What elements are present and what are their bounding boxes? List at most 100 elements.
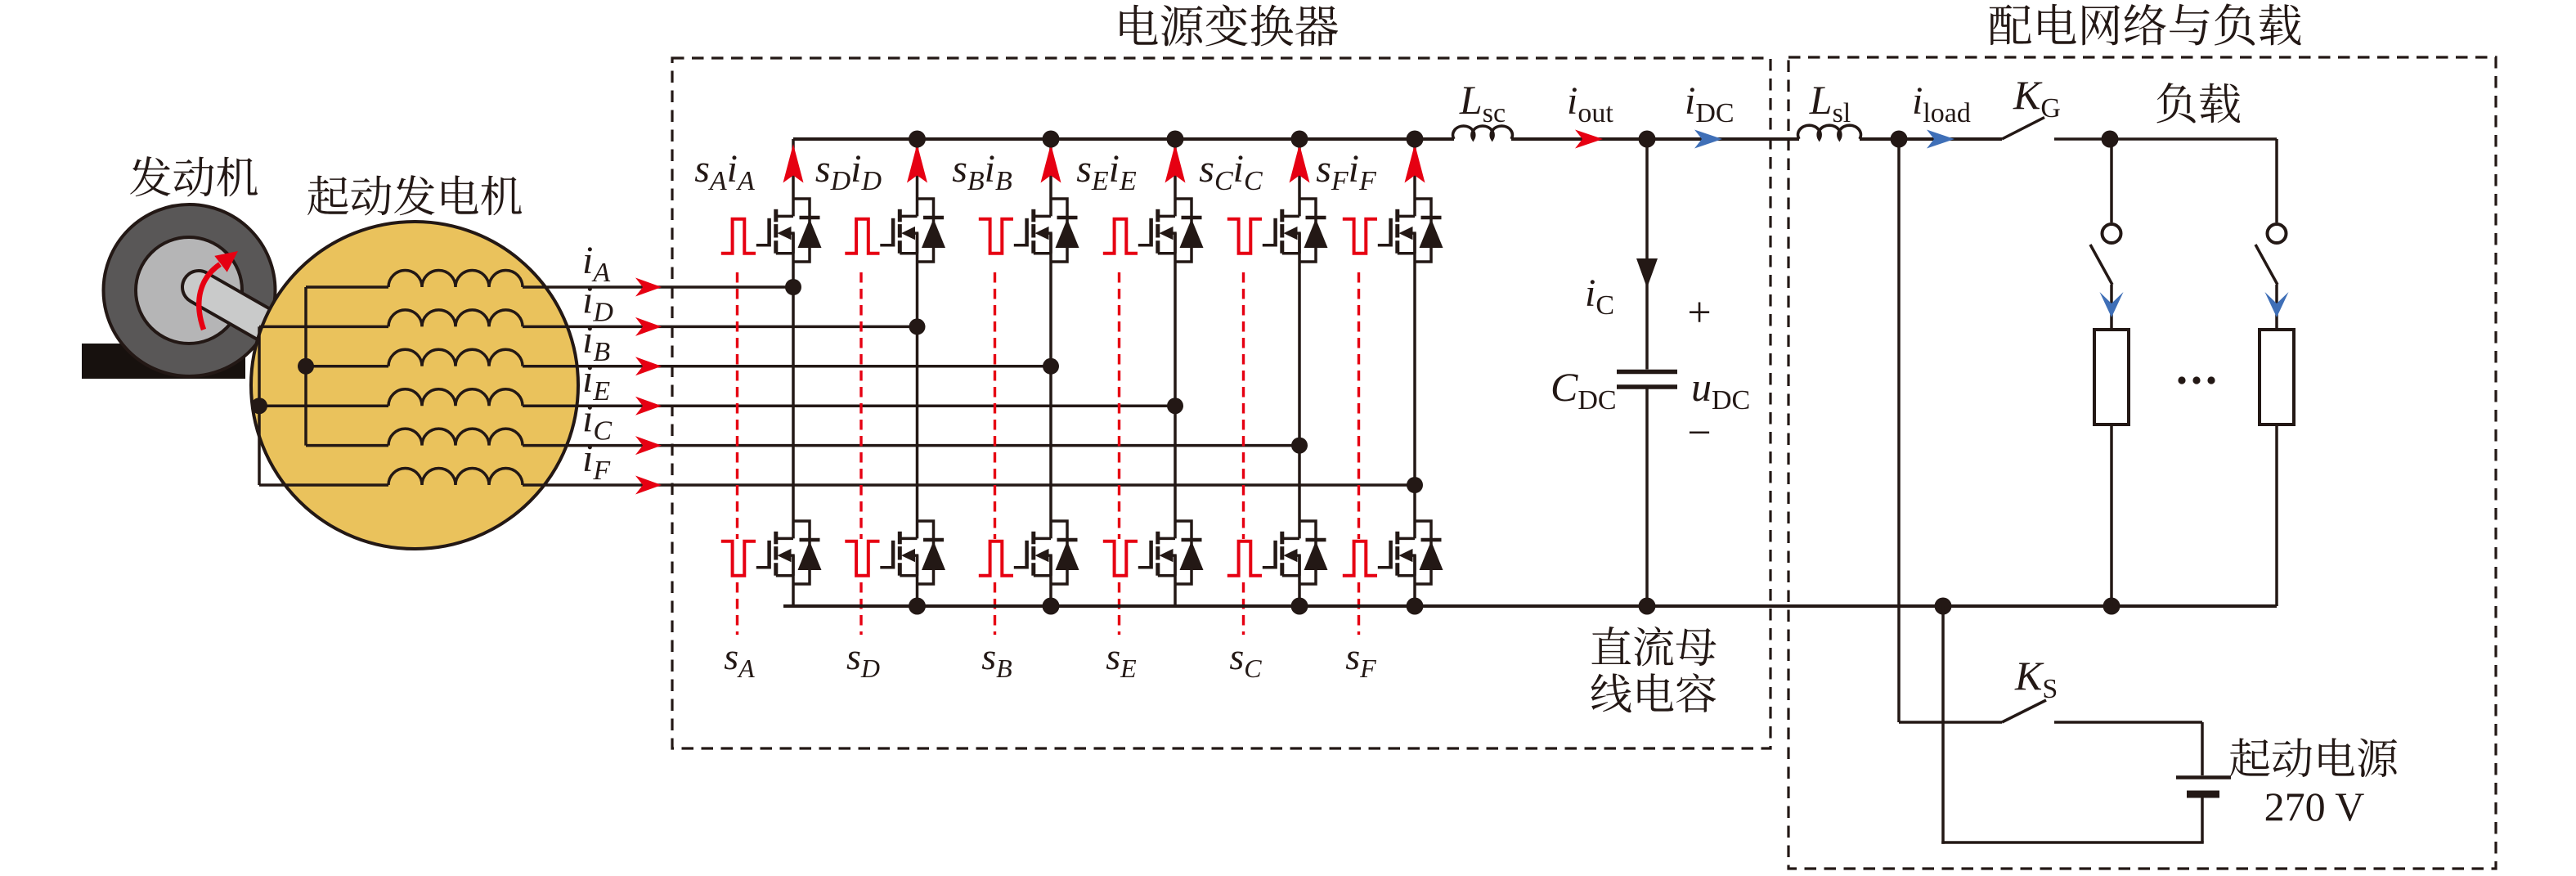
- phase-current-label-c: iC: [582, 398, 612, 447]
- label-k-s: KS: [2014, 653, 2058, 704]
- body-diode: [1419, 218, 1443, 248]
- cjk-glyph: [1676, 627, 1717, 667]
- gate-label-b: sB: [981, 636, 1012, 683]
- cjk-glyph: [2169, 3, 2210, 46]
- label-i-out: iout: [1567, 79, 1613, 128]
- mosfet-arrow: [1159, 548, 1174, 563]
- converter-leg-c: sCiC sC: [1199, 130, 1328, 683]
- generator-label: [307, 175, 522, 216]
- cjk-glyph: [1634, 626, 1674, 667]
- converter-leg-f: sFiF sF: [1316, 130, 1443, 683]
- label-i-dc: iDC: [1685, 79, 1735, 128]
- cjk-glyph: [481, 175, 522, 216]
- load-wire: [2254, 244, 2279, 285]
- body-diode: [1304, 218, 1328, 248]
- cjk-glyph: [130, 156, 171, 197]
- leg-current-arrow-d: [907, 144, 927, 183]
- shaft: [184, 272, 288, 344]
- cjk-glyph: [394, 175, 435, 216]
- load-current-arrow: [2099, 292, 2124, 317]
- load-switch-terminal: [2265, 222, 2288, 245]
- winding-coil: [387, 387, 524, 407]
- cjk-glyph: [2199, 83, 2241, 124]
- leg-label-f: sFiF: [1316, 147, 1377, 196]
- load-branch-1: [2089, 139, 2130, 606]
- line-inductor-coil: [1796, 124, 1863, 142]
- load-switch-terminal: [2100, 222, 2123, 245]
- phase-current-arrow-e: [635, 396, 662, 416]
- phase-current-arrow-a: [635, 277, 662, 297]
- cjk-glyph: [1591, 673, 1631, 713]
- leg-label-b: sBiB: [952, 147, 1012, 196]
- load-network-title: [1989, 3, 2301, 46]
- mosfet-arrow: [777, 548, 792, 563]
- phase-junction-dot: [785, 279, 801, 295]
- label-k-g: KG: [2013, 72, 2061, 124]
- phase-current-arrow-d: [635, 317, 662, 336]
- ellipsis-dot: [2192, 376, 2201, 384]
- gate-label-d: sD: [846, 636, 880, 683]
- body-diode: [797, 541, 822, 570]
- load-network-section-box: [1787, 56, 2497, 870]
- capacitor-bus-dot: [1638, 597, 1656, 615]
- cjk-glyph: [307, 175, 348, 216]
- engine-label: [130, 156, 258, 197]
- gate-label-f: sF: [1345, 636, 1376, 683]
- mosfet-arrow: [777, 226, 792, 240]
- starter-generator: [249, 220, 580, 550]
- mosfet-arrow: [1283, 226, 1298, 240]
- cjk-glyph: [1295, 6, 1339, 47]
- mosfet-arrow: [1034, 226, 1049, 240]
- gate-pulse-low: [978, 217, 1013, 255]
- phase-junction-dot: [1407, 477, 1423, 493]
- load-branches: [2089, 139, 2296, 606]
- loads-label: [2156, 83, 2241, 124]
- label-l-sc: Lsc: [1459, 77, 1506, 128]
- gate-pulse-high: [978, 539, 1013, 577]
- phase-current-arrow-f: [635, 475, 662, 495]
- load-branch-2: [2254, 139, 2296, 606]
- dc-bus-negative: [783, 597, 2277, 615]
- load-wire: [2089, 244, 2114, 285]
- mosfet-arrow: [901, 548, 915, 563]
- cjk-glyph: [2215, 3, 2255, 46]
- phase-current-arrow-c: [635, 436, 662, 456]
- cjk-glyph: [351, 175, 392, 216]
- i-dc-arrow: [1694, 129, 1722, 149]
- cjk-glyph: [2082, 5, 2120, 46]
- mosfet-arrow: [1398, 548, 1413, 563]
- phase-current-label-e: iE: [582, 357, 610, 407]
- gate-pulse-low: [720, 539, 756, 577]
- converter-title: [1120, 4, 1339, 47]
- phase-junction-dot: [1043, 357, 1059, 375]
- body-diode: [922, 218, 945, 248]
- ks-switch-blade: [2001, 699, 2047, 724]
- generator-body: [249, 220, 580, 550]
- winding-coil: [387, 308, 524, 327]
- gate-label-c: sC: [1229, 636, 1262, 683]
- loads-ellipsis: [2178, 376, 2215, 384]
- body-diode: [1304, 541, 1328, 570]
- leg-label-c: sCiC: [1199, 147, 1263, 196]
- generator-switch: [2001, 115, 2277, 148]
- leg-label-a: sAiA: [694, 147, 755, 196]
- rotation-arrow-head: [214, 251, 238, 272]
- gate-label-e: sE: [1106, 636, 1137, 683]
- body-diode: [922, 541, 945, 570]
- leg-current-arrow-b: [1040, 144, 1061, 183]
- phase-current-label-d: iD: [582, 278, 613, 327]
- i-out-arrow: [1575, 129, 1603, 149]
- label-minus: −: [1687, 410, 1711, 456]
- winding-coil: [387, 348, 524, 366]
- label-l-sl: Lsl: [1809, 77, 1851, 128]
- load-resistor: [2258, 328, 2296, 426]
- gate-pulse-high: [1102, 217, 1138, 255]
- leg-label-d: sDiD: [815, 147, 882, 196]
- dc-bus-positive: [793, 124, 2002, 149]
- phase-junction-dot: [1167, 398, 1183, 415]
- neutral-dot-def: [251, 398, 267, 415]
- dc-capacitor-caption-1: [1591, 626, 1717, 667]
